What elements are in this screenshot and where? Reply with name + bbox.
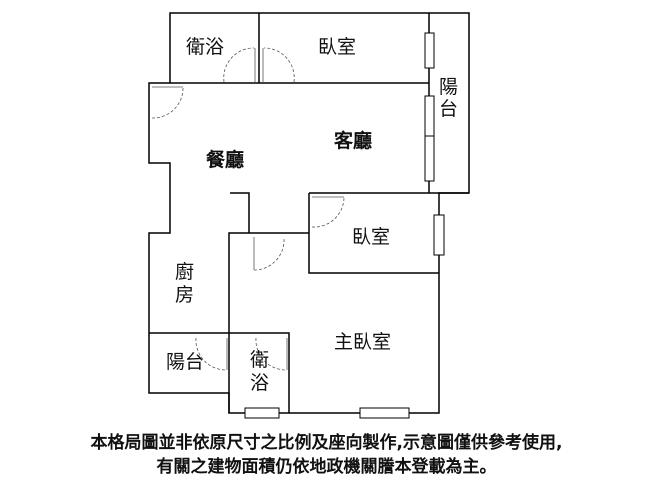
room-label-dining: 餐廳 [206, 148, 244, 171]
room-label-bedroom-top: 臥室 [318, 36, 356, 58]
windows [244, 32, 445, 419]
room-label-bath-bottom-1: 衛 [250, 349, 269, 371]
room-label-master: 主臥室 [334, 331, 391, 353]
disclaimer-line-2: 有關之建物面積仍依地政機關謄本登載為主。 [156, 457, 497, 477]
floor-plan: 衛浴 臥室 陽 台 客廳 餐廳 臥室 廚 房 主臥室 陽台 衛 浴 [148, 12, 470, 419]
room-label-bedroom-mid: 臥室 [352, 226, 390, 248]
room-label-balcony-right-2: 台 [439, 98, 458, 120]
door-swings [151, 47, 345, 371]
room-label-balcony-bottom: 陽台 [166, 351, 204, 373]
room-label-kitchen-1: 廚 [175, 260, 194, 283]
room-label-bath-bottom-2: 浴 [250, 372, 269, 394]
room-label-kitchen-2: 房 [175, 284, 194, 306]
room-label-bath-top: 衛浴 [186, 36, 224, 58]
doors [152, 48, 344, 370]
room-label-balcony-right-1: 陽 [439, 76, 458, 98]
disclaimer-line-1: 本格局圖並非依原尺寸之比例及座向製作,示意圖僅供參考使用, [90, 433, 563, 453]
room-label-living: 客廳 [334, 129, 372, 152]
